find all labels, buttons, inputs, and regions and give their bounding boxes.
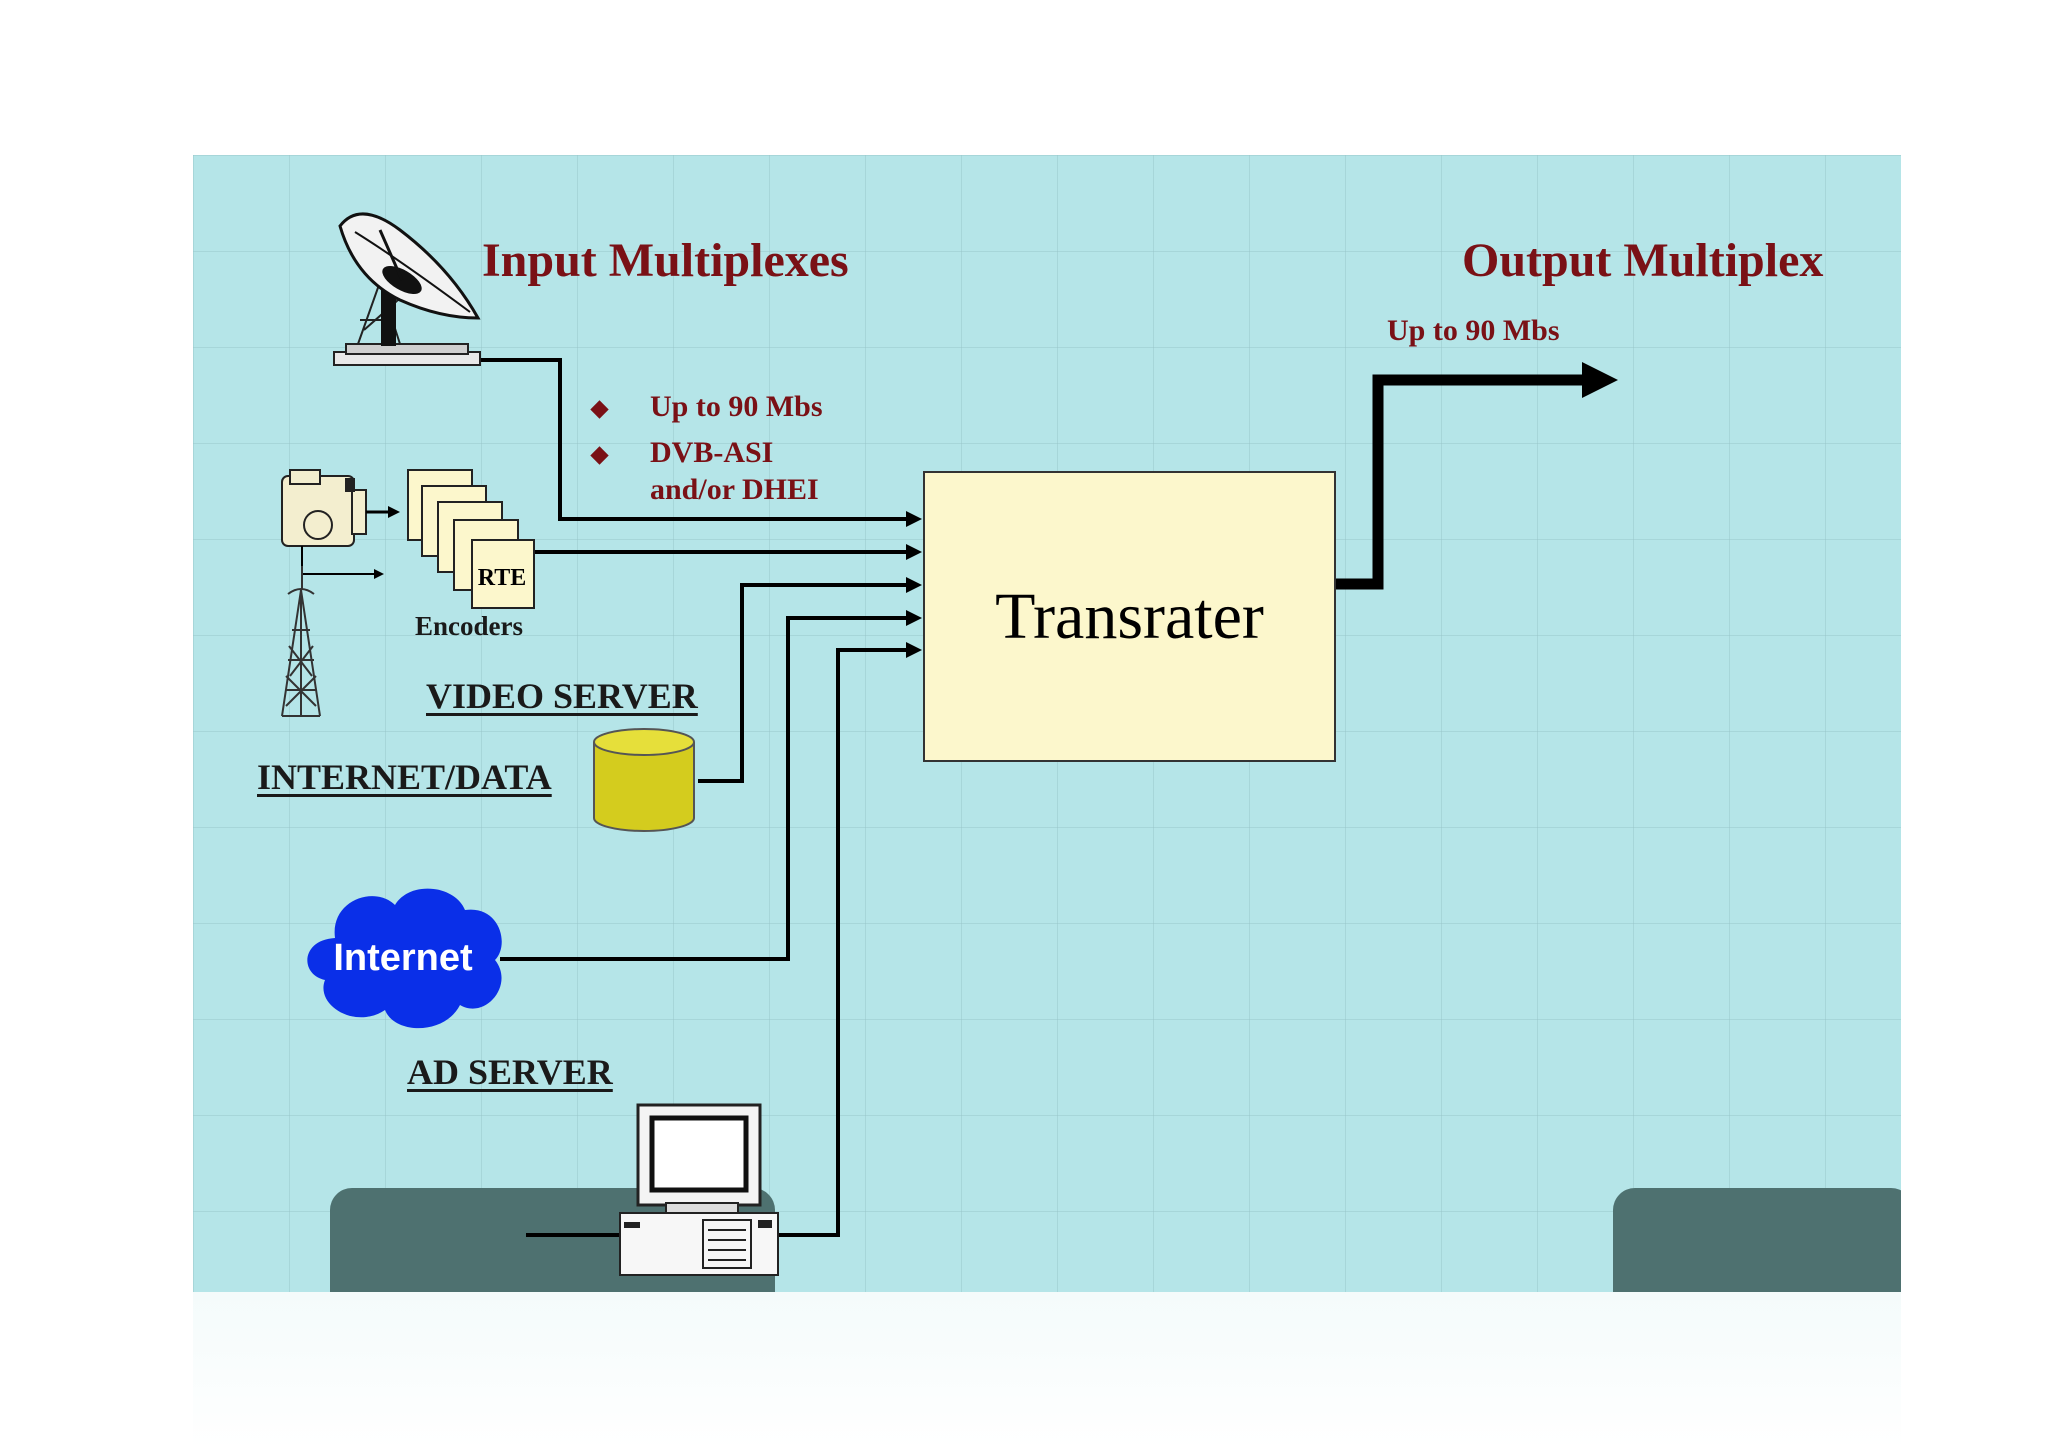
arrowhead-output: [1582, 362, 1618, 398]
internet-connector: [500, 616, 918, 961]
output-connector: [1336, 374, 1590, 590]
output-rate-label: Up to 90 Mbs: [1387, 314, 1560, 347]
decorative-tab-right: [1613, 1188, 1901, 1292]
satellite-dish-icon: [333, 212, 481, 366]
input-multiplexes-heading: Input Multiplexes: [482, 234, 849, 287]
arrowhead-internet: [906, 610, 922, 626]
input-bullet-interface: DVB-ASI: [650, 436, 774, 469]
satellite-connector: [478, 358, 918, 521]
encoder-stack-icon: RTE: [407, 469, 535, 609]
database-icon: [593, 728, 695, 832]
arrowhead-ad-server: [906, 642, 922, 658]
transrater-label: Transrater: [995, 579, 1264, 653]
arrowhead-satellite: [906, 511, 922, 527]
slide-footer-area: [193, 1292, 1901, 1448]
arrowhead-video-server: [906, 577, 922, 593]
computer-icon: [619, 1103, 779, 1276]
output-multiplex-heading: Output Multiplex: [1462, 234, 1824, 287]
internet-data-label: INTERNET/DATA: [257, 757, 552, 797]
encoders-label: Encoders: [415, 611, 523, 641]
video-camera-icon: [281, 469, 400, 579]
transrater-box: Transrater: [923, 471, 1336, 762]
internet-cloud-label: Internet: [333, 937, 473, 979]
cloud-icon: Internet: [307, 888, 502, 1029]
input-bullet-interface-alt: and/or DHEI: [650, 473, 819, 506]
input-bullet-rate: Up to 90 Mbs: [650, 390, 823, 423]
radio-tower-icon: [281, 566, 321, 717]
ad-server-connector: [777, 648, 918, 1237]
video-server-connector: [698, 583, 918, 783]
arrowhead-encoder: [906, 544, 922, 560]
ad-server-label: AD SERVER: [407, 1052, 613, 1092]
rte-label: RTE: [478, 565, 527, 591]
video-server-label: VIDEO SERVER: [426, 676, 698, 716]
